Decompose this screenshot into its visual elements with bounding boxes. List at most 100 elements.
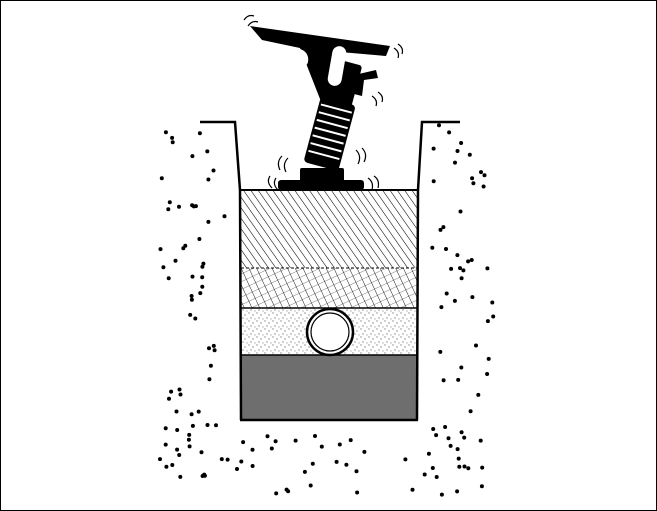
soil-dot [447,130,452,135]
soil-dot [189,294,194,298]
soil-dot [310,461,315,466]
soil-dot [355,490,360,495]
soil-dot [438,349,443,354]
soil-dot [430,245,435,250]
soil-dot [354,469,359,474]
soil-dot [485,372,490,376]
soil-dot [189,297,194,302]
soil-dot [170,140,175,145]
soil-dot [166,207,171,212]
pipe [305,307,355,357]
soil-dot [337,442,342,447]
soil-dot [431,179,436,184]
soil-dot [273,439,278,444]
soil-dot [219,457,224,462]
soil-dot [476,392,481,397]
soil-dot [470,295,475,300]
soil-dot [469,258,474,262]
soil-dot [212,348,217,353]
soil-dot [471,181,476,186]
upper-backfill-layer [241,190,417,268]
soil-dot [491,314,496,319]
soil-dot [459,430,464,435]
soil-dot [207,346,211,351]
soil-dot [265,434,270,439]
soil-dot [201,261,206,266]
soil-dot [459,365,464,370]
soil-dot [439,305,444,310]
soil-dot [198,291,203,296]
soil-dot [190,423,195,428]
soil-dot [167,396,171,401]
soil-dot [200,284,205,289]
soil-dot [430,466,435,470]
soil-dot [434,475,439,479]
soil-dot [459,141,464,145]
soil-dot [197,237,202,241]
soil-dot [163,130,168,135]
soil-dot [431,146,436,151]
soil-dot [455,447,460,452]
soil-dot [167,200,172,205]
soil-dot [214,423,218,428]
soil-dot [208,363,213,368]
soil-dot [302,469,307,474]
soil-dot [466,466,471,471]
soil-dot [239,459,244,464]
soil-dot [441,225,446,230]
soil-dot [193,316,198,321]
soil-dot [455,489,460,494]
trench-wall-left [200,120,243,421]
soil-dot [169,389,174,394]
soil-dot [479,170,483,175]
soil-dot [164,464,169,469]
soil-dot [190,274,195,279]
soil-dot [159,176,164,181]
soil-dot [158,247,163,252]
soil-dot [457,464,462,469]
soil-dot [173,258,178,263]
soil-dot [308,483,313,488]
soil-dot [178,392,183,397]
soil-dot [293,438,298,443]
soil-dot [319,444,324,449]
soil-dot [455,253,460,258]
soil-dot [235,467,239,471]
soil-dot [470,176,475,181]
surrounding-soil [158,123,496,497]
soil-dot [189,412,194,417]
soil-dot [241,440,246,445]
soil-dot [334,459,339,464]
soil-dot [181,246,186,251]
soil-dot [462,464,467,469]
soil-dot [446,436,451,441]
soil-dot [274,491,279,496]
soil-dot [166,276,171,281]
soil-dot [206,177,211,182]
soil-dot [207,377,212,382]
soil-dot [211,343,216,348]
soil-dot [474,343,478,348]
soil-dot [313,434,317,438]
soil-dot [178,474,183,479]
soil-dot [449,266,454,271]
soil-dot [170,135,175,140]
soil-dot [485,266,490,271]
soil-dot [188,312,193,317]
soil-dot [479,484,484,489]
soil-dot [177,387,182,392]
soil-dot [490,300,495,305]
soil-dot [225,457,230,462]
soil-dot [205,423,210,427]
soil-dot [187,432,192,437]
soil-dot [202,472,207,477]
soil-dot [186,437,191,442]
soil-dot [197,131,202,136]
soil-dot [187,444,192,449]
soil-dot [174,409,179,414]
soil-dot [466,259,471,264]
lower-backfill-layer [241,268,417,308]
soil-dot [175,447,180,452]
soil-dot [459,276,464,281]
soil-dot [426,451,431,456]
